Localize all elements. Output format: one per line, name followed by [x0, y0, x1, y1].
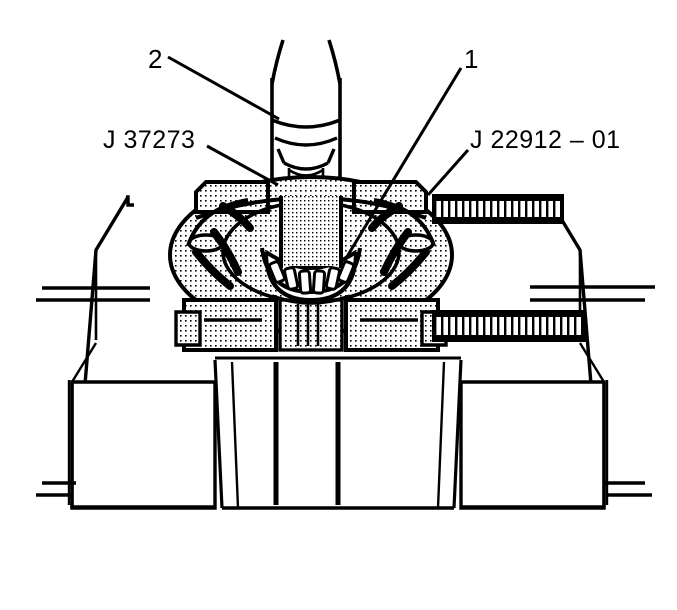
shaft-flare-left: [270, 39, 285, 85]
shaft-through-bearing: [279, 196, 343, 268]
center-left-post: [213, 359, 224, 509]
lower-threaded-rod: [432, 310, 586, 342]
shaft-collar-ring-3: [283, 161, 329, 171]
shaft-flare-right: [327, 39, 342, 85]
callout-1-label: 1: [464, 44, 479, 74]
center-groove-block: [278, 298, 344, 352]
leader-j37273: [206, 144, 279, 187]
shaft-collar-ring-2: [274, 136, 338, 147]
left-housing-box: [70, 380, 217, 510]
left-housing-box-bevel: [70, 342, 98, 383]
callout-2-label: 2: [148, 44, 163, 74]
axle-housing: [36, 195, 655, 510]
center-left-post-inner: [230, 361, 240, 509]
leader-j22912-01: [426, 149, 470, 196]
shaft-collar-ring-1: [271, 118, 341, 129]
shaft-taper-left: [276, 148, 286, 164]
tool-label-j37273: J 37273: [103, 126, 195, 154]
center-right-post-inner: [436, 361, 446, 509]
tool-label-j22912-01: J 22912 – 01: [470, 126, 621, 154]
threaded-rods-j22912-01: [432, 194, 586, 342]
bearing-bottom-rim: [271, 294, 351, 305]
leader-callout-1: [343, 67, 463, 261]
shaft-taper-right: [326, 148, 336, 164]
leader-callout-2: [167, 55, 280, 121]
right-housing-box: [459, 380, 606, 510]
leader-lines: [167, 55, 470, 261]
bearing-roller-windows: [268, 260, 355, 295]
puller-plate-step-left: [174, 310, 202, 347]
upper-threaded-rod: [432, 194, 564, 224]
center-right-post: [452, 359, 463, 509]
right-housing-box-bevel: [578, 342, 606, 383]
